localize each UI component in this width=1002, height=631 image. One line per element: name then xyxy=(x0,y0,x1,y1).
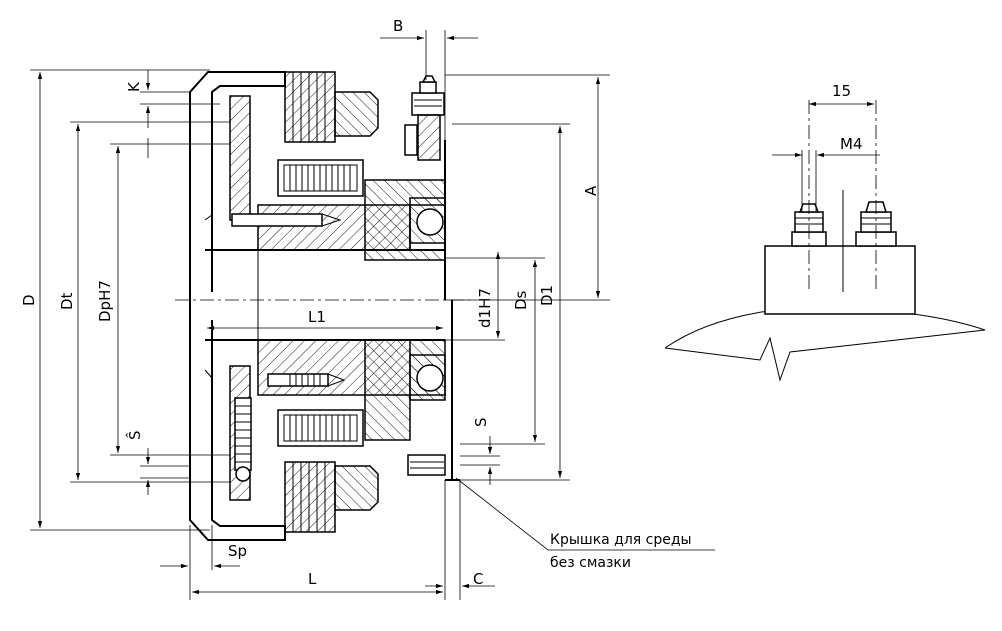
label-d1H7: d1H7 xyxy=(476,288,494,328)
cover-seal-lines xyxy=(410,461,444,469)
bearing-bottom xyxy=(409,354,446,401)
dimension-labels: B K A D Dt DpH7 Ŝ d1H7 Ds D1 S L1 Sp L C xyxy=(20,17,600,588)
label-Sp: Sp xyxy=(228,542,247,560)
label-D1: D1 xyxy=(538,285,556,306)
dimensions xyxy=(30,30,715,600)
label-M4: M4 xyxy=(840,135,863,153)
disc-pack-top xyxy=(284,71,379,143)
label-B: B xyxy=(393,17,403,35)
disc-pack-bottom xyxy=(284,461,379,533)
label-C: C xyxy=(473,570,483,588)
bolt-bottom xyxy=(267,373,346,387)
bearing-top xyxy=(409,197,446,244)
coil-bottom xyxy=(277,409,364,447)
terminal-detail-view: 15 M4 xyxy=(664,82,986,382)
armature-plate-top xyxy=(229,95,251,221)
terminal-top xyxy=(404,75,445,161)
note-line-1: Крышка для среды xyxy=(550,532,692,548)
label-D: D xyxy=(20,294,38,306)
cover-plate xyxy=(444,140,460,481)
ground-break xyxy=(664,329,986,382)
cover-seal xyxy=(407,454,446,476)
bore-chamfers xyxy=(204,214,213,380)
label-K: K xyxy=(125,81,143,92)
note-line-2: без смазки xyxy=(550,555,631,571)
label-15: 15 xyxy=(832,82,851,100)
bore-lines xyxy=(205,249,445,341)
label-S: S xyxy=(472,417,490,427)
cover-note: Крышка для среды без смазки xyxy=(550,532,692,571)
spring-bottom xyxy=(234,397,252,482)
label-Dt: Dt xyxy=(58,292,76,310)
label-A: A xyxy=(582,185,600,196)
label-Ds: Ds xyxy=(512,290,530,310)
label-L1: L1 xyxy=(308,308,326,326)
label-S-hat: Ŝ xyxy=(125,430,144,440)
label-DpH7: DpH7 xyxy=(96,280,114,322)
terminal-block xyxy=(764,245,916,315)
section-view xyxy=(175,71,470,541)
bolt-top xyxy=(231,213,342,227)
coil-top xyxy=(277,159,364,197)
housing-bottom-outline xyxy=(189,92,286,541)
label-L: L xyxy=(308,570,317,588)
